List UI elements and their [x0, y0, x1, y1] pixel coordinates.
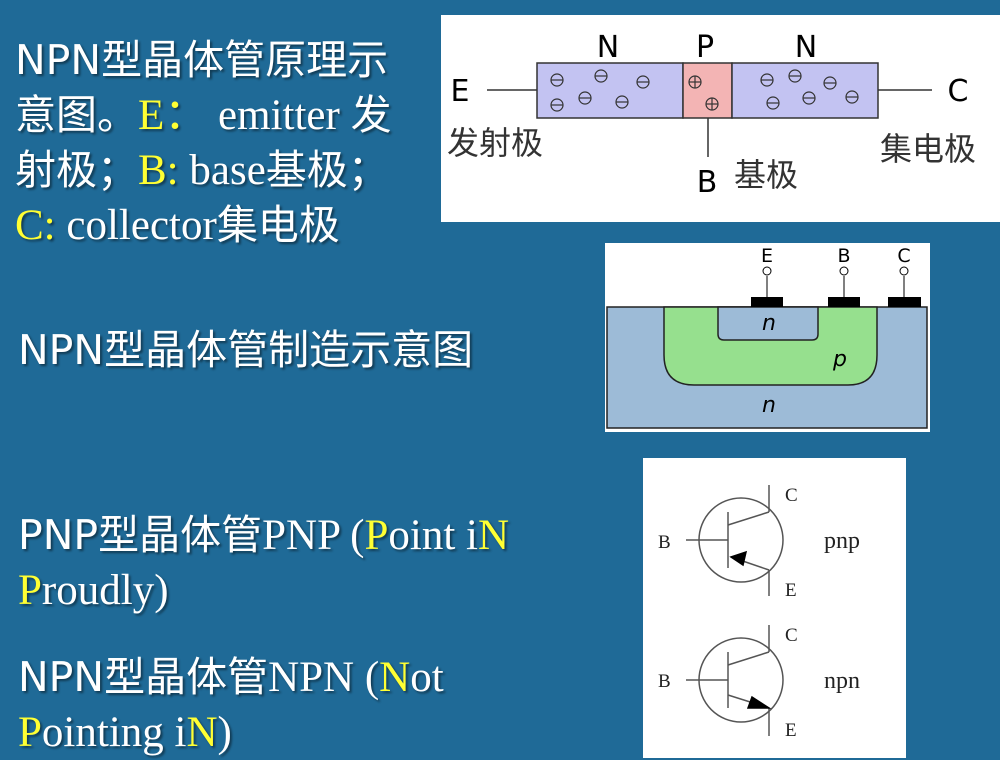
pnp-mnemonic: PNP型晶体管PNP (Point iN Proudly) [18, 511, 510, 614]
intro-line-2: 意图。E： emitter 发 [15, 91, 392, 139]
svg-text:N: N [795, 30, 817, 65]
p-base-region [682, 62, 733, 119]
svg-text:集电极: 集电极 [880, 130, 976, 168]
svg-text:pnp: pnp [824, 528, 860, 554]
npn-principle-diagram: N P N E C B 发射极 基极 集电极 [447, 30, 976, 200]
svg-text:p: p [832, 347, 847, 372]
svg-text:B: B [837, 245, 850, 267]
svg-text:N: N [597, 30, 619, 65]
svg-text:C: C [897, 245, 910, 267]
svg-text:发射极: 发射极 [447, 124, 543, 162]
svg-text:B: B [658, 671, 671, 692]
svg-text:n: n [762, 311, 776, 336]
svg-text:C: C [948, 74, 969, 109]
npn-mnemonic: NPN型晶体管NPN (Not Pointing iN) [18, 653, 444, 756]
intro-text: NPN型晶体管原理示 意图。E： emitter 发 射极；B: base基极；… [15, 33, 392, 253]
charge-carriers [550, 69, 859, 112]
intro-line-4: C: collector集电极 [15, 201, 340, 249]
svg-text:E: E [451, 74, 470, 109]
svg-text:C: C [785, 485, 798, 506]
svg-text:基极: 基极 [734, 156, 798, 194]
n-emitter-well [717, 306, 819, 341]
svg-text:B: B [658, 532, 671, 553]
pnp-symbol [686, 485, 784, 596]
svg-text:E: E [761, 245, 773, 267]
n-collector-region [731, 62, 879, 119]
svg-text:E: E [785, 580, 797, 601]
svg-text:E: E [785, 720, 797, 741]
fabrication-caption: NPN型晶体管制造示意图 [18, 326, 474, 374]
intro-line-3: 射极；B: base基极； [15, 146, 389, 194]
symbol-labels: C B E pnp C B E npn [658, 485, 860, 741]
npn-symbol [686, 625, 784, 736]
svg-text:B: B [697, 165, 718, 200]
svg-text:n: n [762, 393, 776, 418]
npn-fabrication-diagram: E B C n p n [606, 245, 928, 429]
svg-text:P: P [696, 30, 714, 65]
transistor-symbols-panel [643, 458, 906, 758]
svg-text:npn: npn [824, 668, 860, 694]
n-emitter-region [536, 62, 684, 119]
intro-line-1: NPN型晶体管原理示 [15, 36, 389, 84]
svg-text:C: C [785, 625, 798, 646]
